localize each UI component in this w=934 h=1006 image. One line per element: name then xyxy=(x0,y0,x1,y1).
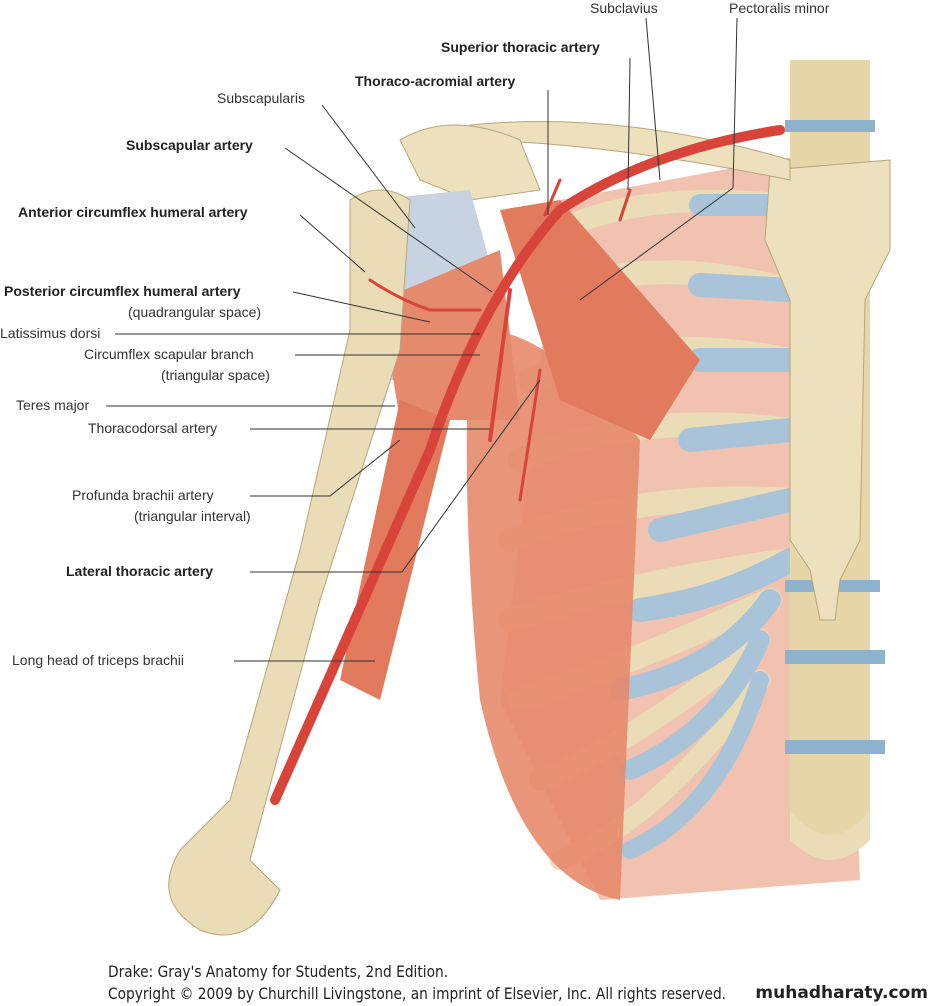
label-subscapular-artery: Subscapular artery xyxy=(126,137,253,153)
caption-source: Drake: Gray's Anatomy for Students, 2nd … xyxy=(108,962,449,981)
caption-copyright: Copyright © 2009 by Churchill Livingston… xyxy=(108,984,727,1003)
label-quadrangular-space: (quadrangular space) xyxy=(128,304,262,320)
serratus-anterior xyxy=(466,329,640,900)
label-teres-major: Teres major xyxy=(16,397,90,413)
label-lateral-thoracic-artery: Lateral thoracic artery xyxy=(66,563,214,579)
sternum xyxy=(764,159,891,621)
label-circumflex-scapular-branch: Circumflex scapular branch xyxy=(84,346,254,362)
leader-lines xyxy=(106,17,738,662)
label-latissimus-dorsi: Latissimus dorsi xyxy=(0,325,101,341)
label-thoracodorsal-artery: Thoracodorsal artery xyxy=(88,420,218,436)
label-anterior-circumflex-humeral-artery: Anterior circumflex humeral artery xyxy=(18,204,248,220)
label-profunda-brachii-artery: Profunda brachii artery xyxy=(72,487,214,503)
label-long-head-triceps: Long head of triceps brachii xyxy=(12,652,184,668)
clavicle xyxy=(469,121,791,181)
axillary-brachial-artery xyxy=(270,125,785,805)
label-triangular-interval: (triangular interval) xyxy=(134,508,251,524)
label-superior-thoracic-artery: Superior thoracic artery xyxy=(441,39,600,55)
scapula-coracoid xyxy=(399,124,541,201)
label-pectoralis-minor: Pectoralis minor xyxy=(729,0,830,16)
watermark: muhadharaty.com xyxy=(755,983,928,1003)
label-triangular-space: (triangular space) xyxy=(161,367,270,383)
label-thoraco-acromial-artery: Thoraco-acromial artery xyxy=(355,73,516,89)
label-posterior-circumflex-humeral-artery: Posterior circumflex humeral artery xyxy=(4,283,241,299)
label-subscapularis: Subscapularis xyxy=(217,90,305,106)
humerus xyxy=(168,189,411,936)
label-subclavius: Subclavius xyxy=(590,0,658,16)
pectoralis-minor-muscle xyxy=(500,200,700,440)
